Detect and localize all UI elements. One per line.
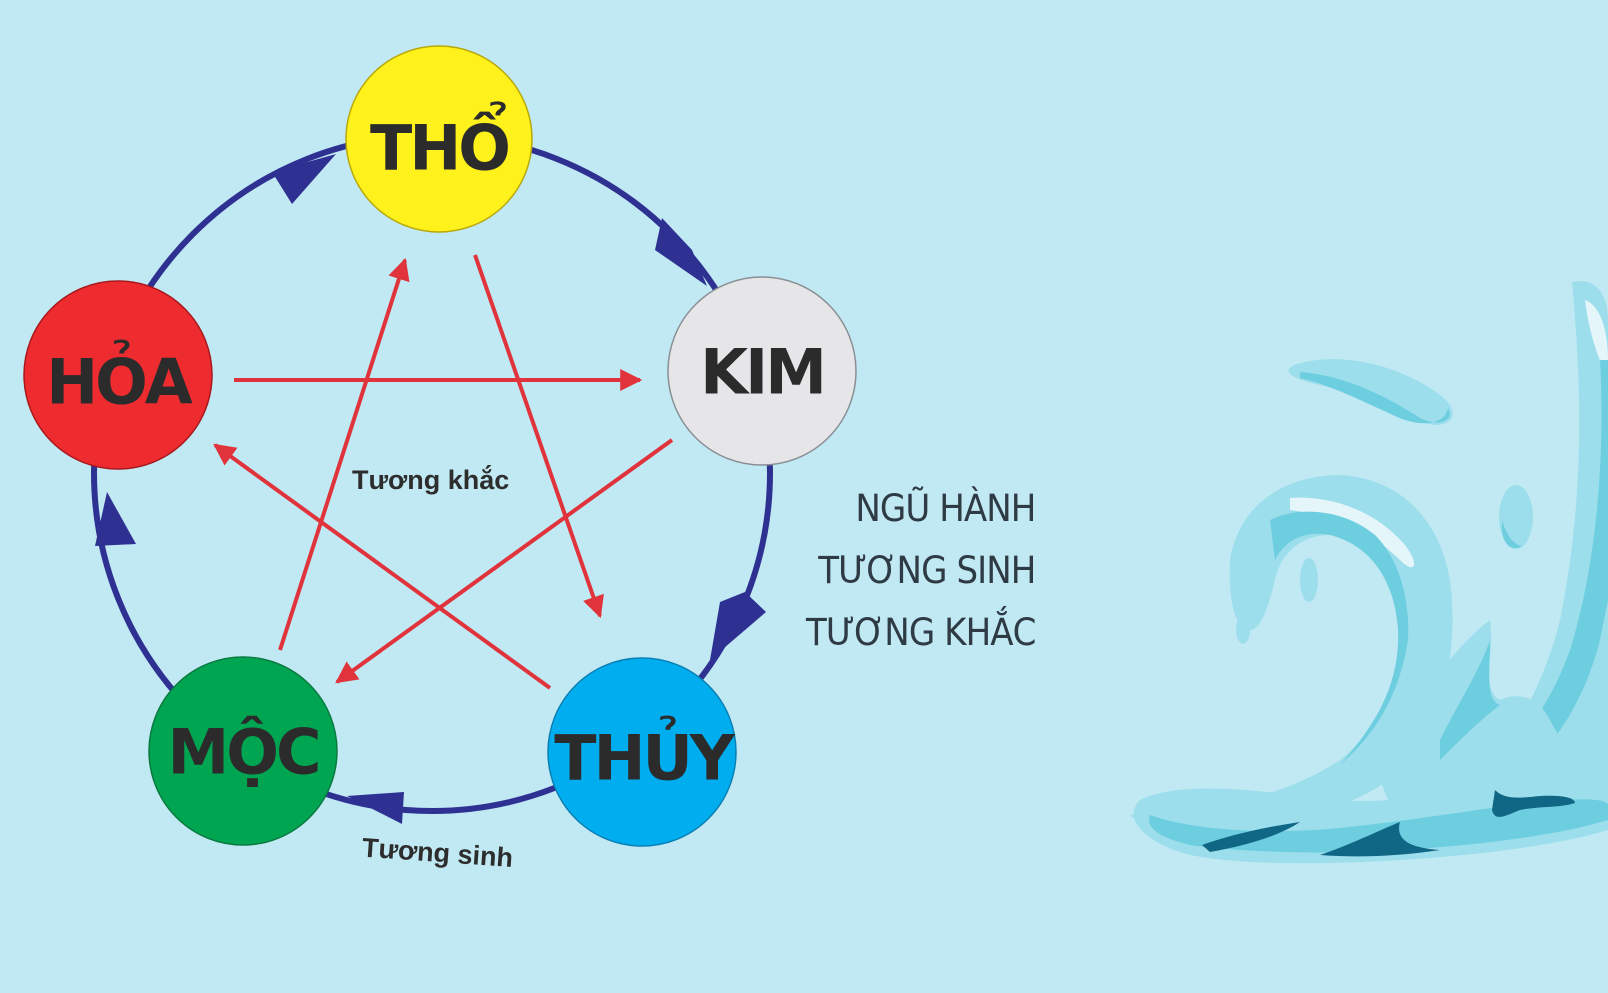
arrow-tho-to-thuy bbox=[473, 254, 604, 619]
arrow-moc-to-tho bbox=[278, 257, 410, 651]
node-kim: KIM bbox=[667, 276, 857, 466]
node-thuy: THỦY bbox=[547, 657, 739, 847]
node-hoa: HỎA bbox=[23, 280, 213, 470]
arrow-thuy-to-hoa bbox=[213, 443, 552, 690]
node-label-kim: KIM bbox=[700, 336, 824, 409]
node-label-thuy: THỦY bbox=[554, 716, 736, 795]
node-tho: THỔ bbox=[345, 45, 533, 233]
node-label-tho: THỔ bbox=[370, 101, 508, 185]
title-line-2: TƯƠNG SINH bbox=[817, 549, 1036, 592]
arrowhead-moc-to-hoa bbox=[95, 492, 136, 546]
title-line-3: TƯƠNG KHẮC bbox=[805, 611, 1035, 654]
arrowhead-hoa-to-tho bbox=[272, 154, 336, 204]
arrowhead-kim-to-thuy bbox=[710, 592, 766, 660]
water-wave-illustration bbox=[1130, 281, 1608, 864]
arrow-kim-to-moc bbox=[335, 438, 674, 684]
arrowhead-tho-to-kim bbox=[655, 218, 707, 286]
node-moc: MỘC bbox=[148, 656, 338, 846]
generating-cycle-label: Tương sinh bbox=[361, 833, 514, 873]
node-label-hoa: HỎA bbox=[46, 340, 193, 419]
overcoming-cycle-label: Tương khắc bbox=[352, 464, 509, 495]
overcoming-cycle bbox=[213, 254, 674, 690]
generating-cycle bbox=[91, 132, 773, 824]
infographic-title: NGŨ HÀNH TƯƠNG SINH TƯƠNG KHẮC bbox=[786, 478, 1035, 664]
arrowhead-thuy-to-moc bbox=[347, 792, 404, 824]
title-line-1: NGŨ HÀNH bbox=[854, 487, 1036, 530]
node-label-moc: MỘC bbox=[168, 716, 319, 789]
